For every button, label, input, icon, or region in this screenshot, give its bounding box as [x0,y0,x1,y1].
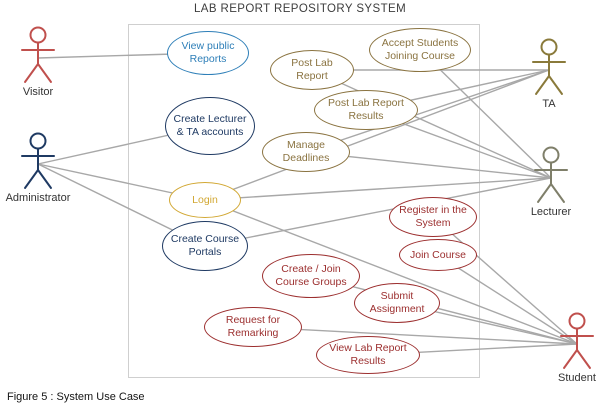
actor-ta: TA [529,38,569,110]
usecase-create-course-portals: Create Course Portals [162,221,248,271]
usecase-label: Manage Deadlines [282,139,330,164]
connector-student--login [204,199,578,345]
usecase-register-in-the-system: Register in the System [389,197,477,237]
person-icon [532,38,566,95]
actor-administrator: Administrator [6,132,70,204]
usecase-label: Create / Join Course Groups [275,263,347,288]
usecase-label: Create Course Portals [170,233,240,258]
person-icon [21,132,55,189]
usecase-request-for-remarking: Request for Remarking [204,307,302,347]
connector-lecturer--post-lab-report [311,69,552,179]
usecase-join-course: Join Course [399,239,477,271]
usecase-label: View public Reports [181,40,235,65]
actor-label: Administrator [5,192,71,204]
usecase-post-lab-report-results: Post Lab Report Results [314,90,418,130]
figure-caption: Figure 5 : System Use Case [7,391,145,403]
actor-label: Visitor [22,86,54,98]
actor-student: Student [557,312,597,384]
usecase-label: Login [192,193,218,206]
connector-lecturer--create-course-portals [204,177,552,247]
system-boundary [128,24,480,378]
usecase-create-lecturer-ta-accounts: Create Lecturer & TA accounts [165,97,255,155]
connector-student--create-join-course-groups [310,275,578,345]
connector-student--register-in-the-system [432,216,578,345]
usecase-label: Request for Remarking [225,314,281,339]
actor-label: TA [542,98,556,110]
usecase-label: Submit Assignment [369,290,425,315]
usecase-post-lab-report: Post Lab Report [270,50,354,90]
connector-ta--login [204,69,550,201]
connector-lecturer--login [204,177,552,201]
usecase-label: Post Lab Report Results [328,97,404,122]
connector-ta--manage-deadlines [305,69,550,153]
usecase-label: Accept Students Joining Course [381,37,459,62]
actor-lecturer: Lecturer [531,146,571,218]
usecase-label: Register in the System [399,204,467,229]
usecase-submit-assignment: Submit Assignment [354,283,440,323]
actor-label: Student [558,372,596,384]
usecase-label: Post Lab Report [291,57,333,82]
diagram-title: LAB REPORT REPOSITORY SYSTEM [193,3,407,15]
usecase-manage-deadlines: Manage Deadlines [262,132,350,172]
usecase-create-join-course-groups: Create / Join Course Groups [262,254,360,298]
usecase-view-public-reports: View public Reports [167,31,249,75]
usecase-view-lab-report-results: View Lab Report Results [316,336,420,374]
connector-student--join-course [437,254,578,345]
usecase-label: View Lab Report Results [329,342,407,367]
usecase-label: Join Course [409,248,467,261]
actor-visitor: Visitor [18,26,58,98]
person-icon [560,312,594,369]
actor-label: Lecturer [530,206,572,218]
usecase-accept-students-joining-course: Accept Students Joining Course [369,28,471,72]
connector-student--request-for-remarking [252,326,578,345]
person-icon [534,146,568,203]
person-icon [21,26,55,83]
connector-lecturer--accept-students-joining-course [419,49,552,179]
usecase-login: Login [169,182,241,218]
usecase-label: Create Lecturer & TA accounts [173,113,247,138]
